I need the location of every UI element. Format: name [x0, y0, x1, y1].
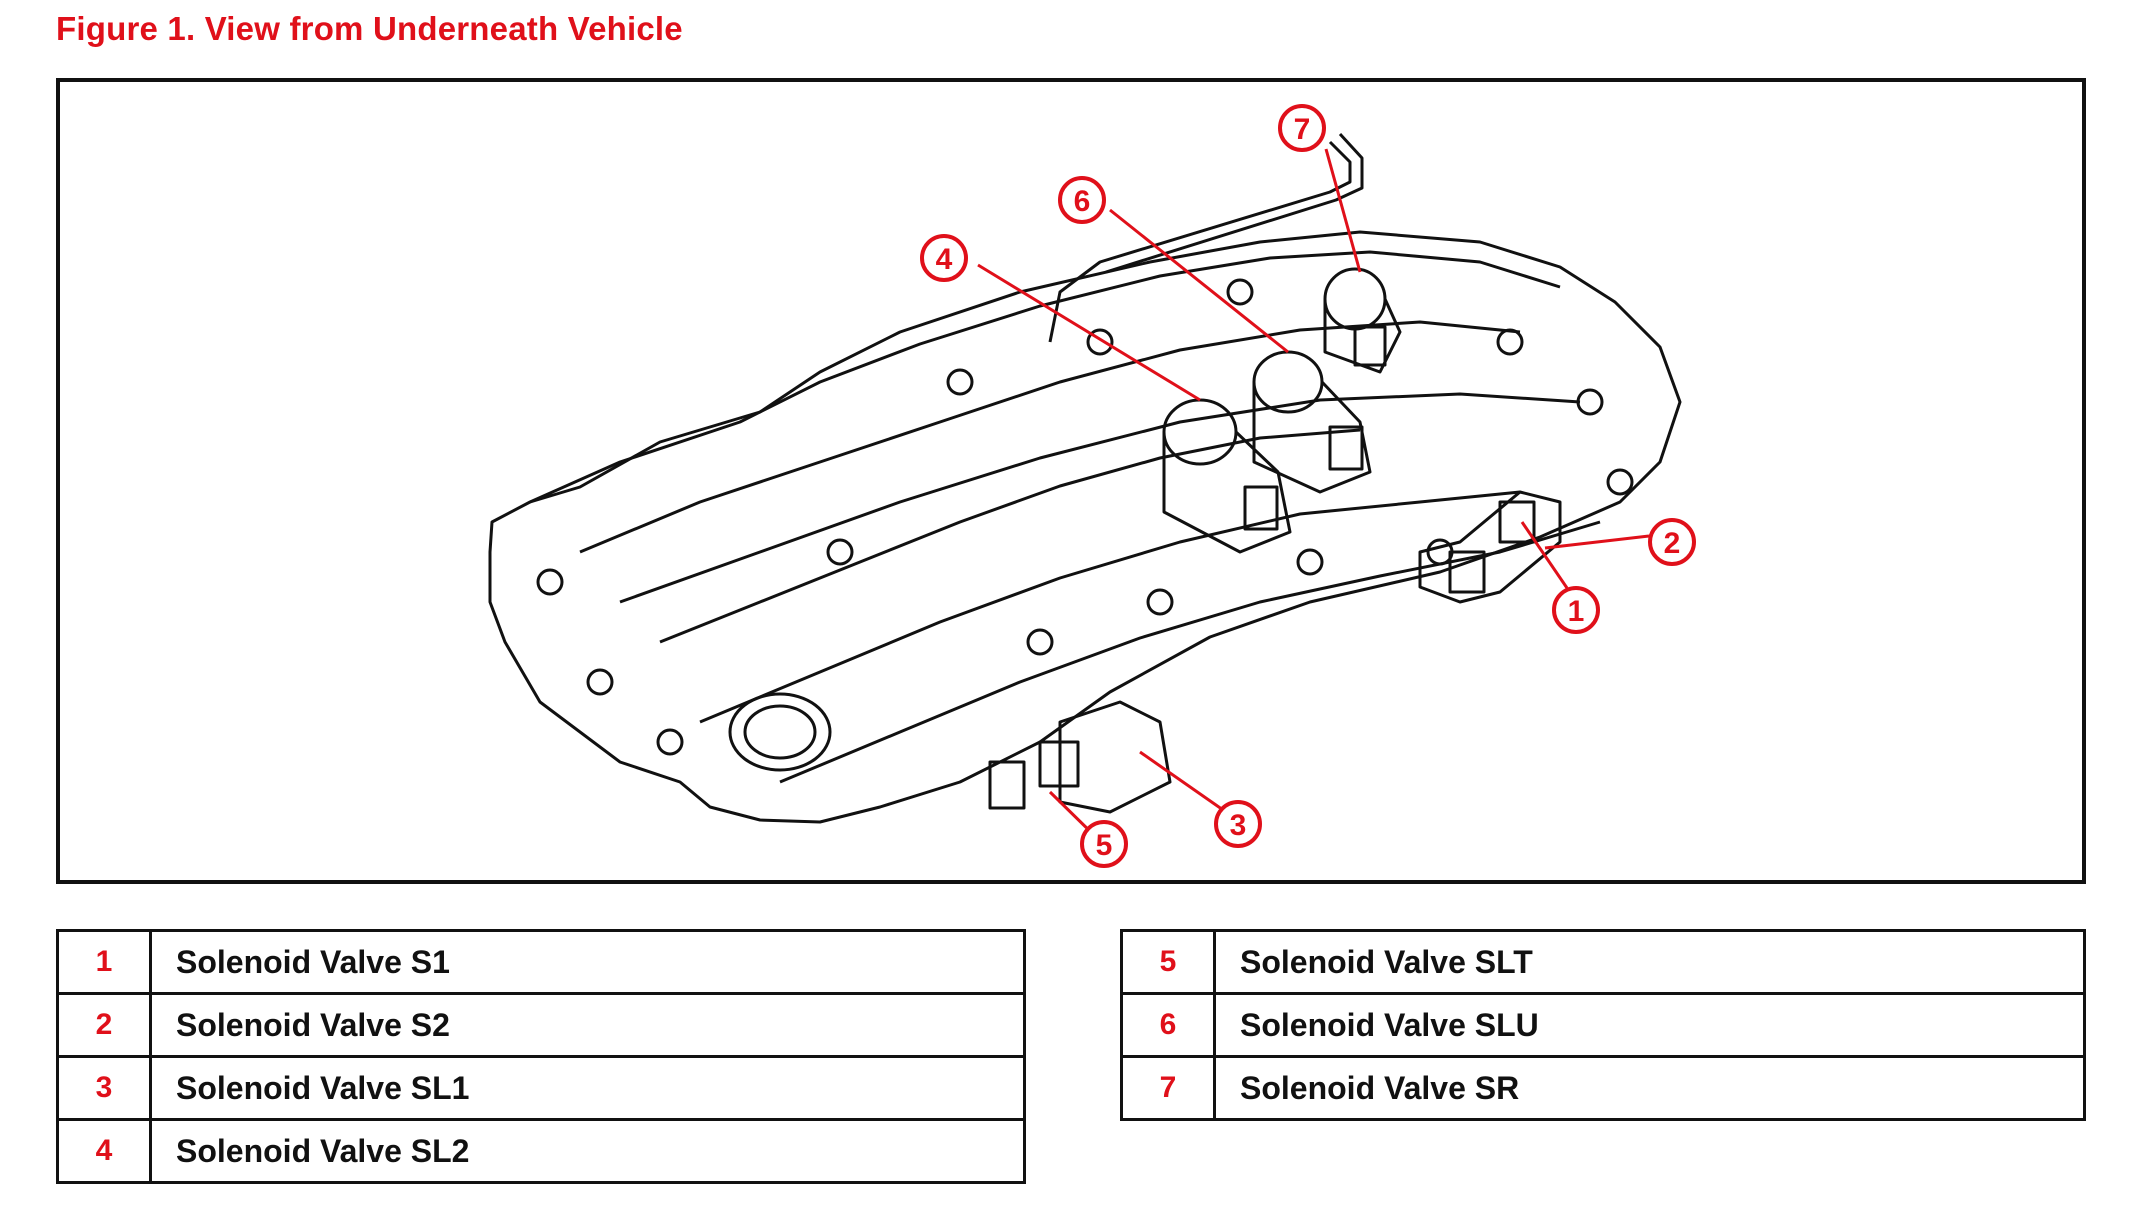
legend-label: Solenoid Valve SLU [1213, 992, 2086, 1058]
legend-label: Solenoid Valve S1 [149, 929, 1026, 995]
legend-row: 3 Solenoid Valve SL1 [56, 1055, 1026, 1121]
callout-2: 2 [1648, 518, 1696, 566]
legend-row: 5 Solenoid Valve SLT [1120, 929, 2086, 995]
svg-text:6: 6 [1074, 185, 1091, 218]
valve-body-diagram: 7 6 4 2 1 3 5 [488, 104, 1696, 868]
svg-text:7: 7 [1294, 113, 1311, 146]
callout-6: 6 [1058, 176, 1106, 224]
legend-label: Solenoid Valve SL2 [149, 1118, 1026, 1184]
leader-lines [977, 148, 1650, 844]
legend-table-right: 5 Solenoid Valve SLT 6 Solenoid Valve SL… [1120, 929, 2086, 1121]
legend-row: 6 Solenoid Valve SLU [1120, 992, 2086, 1058]
legend-number: 4 [56, 1118, 152, 1184]
figure-title: Figure 1. View from Underneath Vehicle [56, 10, 683, 47]
legend-table-left: 1 Solenoid Valve S1 2 Solenoid Valve S2 … [56, 929, 1026, 1184]
svg-text:1: 1 [1568, 595, 1585, 628]
svg-text:5: 5 [1096, 829, 1113, 862]
callout-3: 3 [1214, 800, 1262, 848]
diagram-frame: 7 6 4 2 1 3 5 [56, 78, 2086, 884]
callout-7: 7 [1278, 104, 1326, 152]
svg-text:4: 4 [936, 243, 953, 276]
legend-label: Solenoid Valve SL1 [149, 1055, 1026, 1121]
legend-row: 1 Solenoid Valve S1 [56, 929, 1026, 995]
callout-4: 4 [920, 234, 968, 282]
svg-text:3: 3 [1230, 809, 1247, 842]
legend-number: 1 [56, 929, 152, 995]
legend-row: 4 Solenoid Valve SL2 [56, 1118, 1026, 1184]
legend-row: 7 Solenoid Valve SR [1120, 1055, 2086, 1121]
legend-number: 2 [56, 992, 152, 1058]
svg-text:2: 2 [1664, 527, 1681, 560]
callout-1: 1 [1552, 586, 1600, 634]
legend-number: 6 [1120, 992, 1216, 1058]
legend-number: 7 [1120, 1055, 1216, 1121]
legend-label: Solenoid Valve SLT [1213, 929, 2086, 995]
legend-row: 2 Solenoid Valve S2 [56, 992, 1026, 1058]
legend-label: Solenoid Valve S2 [149, 992, 1026, 1058]
legend-label: Solenoid Valve SR [1213, 1055, 2086, 1121]
legend-number: 5 [1120, 929, 1216, 995]
legend-number: 3 [56, 1055, 152, 1121]
callout-5: 5 [1080, 820, 1128, 868]
valve-body-illustration [488, 132, 1682, 824]
